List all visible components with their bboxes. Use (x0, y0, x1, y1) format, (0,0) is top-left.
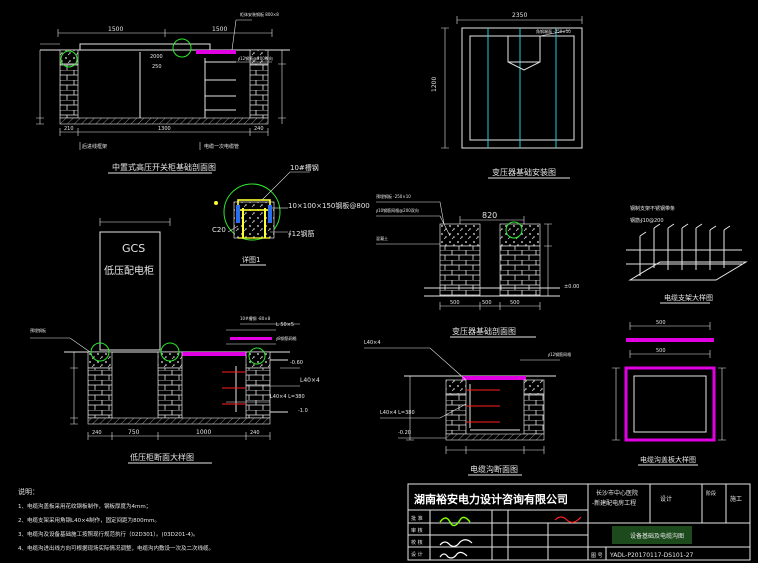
cabinet-tag: GCS (122, 242, 145, 255)
row-label: 审 核 (411, 527, 423, 534)
note-text: 钢筋∮10@200 (630, 217, 664, 224)
note-text: 柜体安装钢板 800×8 (240, 11, 279, 17)
transformer-section-view: 820 预埋钢板 -250×10 ∮10钢筋网格@200双向 混凝土 ±0.00… (376, 193, 579, 338)
dim-label: 240 (92, 430, 102, 436)
elev-label: ±0.00 (564, 284, 579, 290)
label-text: 10×100×150钢板@800 (288, 201, 370, 210)
project-line: 长沙市中心医院 (596, 489, 638, 497)
dim-label: 500 (510, 300, 520, 306)
lv-room-section-view: GCS 低压配电柜 预埋钢板 10#槽钢 -80×8 L 50×5 ∮8钢筋网格… (30, 218, 320, 464)
label-text: 10#槽钢 (290, 163, 319, 172)
view-title: 详图1 (242, 255, 260, 264)
dim-label: 1500 (108, 26, 123, 33)
note-item: 3、电缆沟及设备基础施工按照现行规范执行（02D301）。(03D201-4)。 (18, 530, 199, 538)
row-label: 设 计 (411, 551, 423, 558)
note-item: 1、电缆沟盖板采用花纹钢板制作，钢板厚度为4mm； (18, 502, 151, 510)
note-text: ∮12钢筋@200双向 (238, 55, 273, 61)
dim-label: 1200 (431, 77, 438, 92)
general-notes: 说明： 1、电缆沟盖板采用花纹钢板制作，钢板厚度为4mm； 2、电缆支架采用角钢… (18, 487, 214, 552)
row-label: 校 核 (411, 539, 423, 546)
stage-label: 施工 (730, 495, 742, 503)
dim-label: 210 (64, 126, 74, 132)
signature-mark (439, 539, 473, 548)
drawing-title: 设备基础及电缆沟图 (630, 532, 684, 540)
label-text: ∮12钢筋 (288, 229, 315, 238)
dim-label: 500 (656, 348, 666, 354)
signature-mark (554, 516, 582, 523)
note-text: 钢制支架不锈钢带条 (630, 205, 675, 212)
dim-label: 500 (656, 320, 666, 326)
dim-label: 2350 (512, 12, 527, 19)
notes-heading: 说明： (18, 487, 39, 496)
note-text: 250 (152, 64, 162, 70)
dim-label: 750 (128, 429, 140, 436)
transformer-install-view: 2350 角钢端面 -250×10 1200 变压器基础安装图 (431, 12, 583, 179)
signature-mark (439, 516, 471, 527)
cover-plate-view: 500 500 电缆沟盖板大样图 (612, 320, 726, 466)
cabinet-name: 低压配电柜 (104, 264, 154, 277)
dim-label: 1000 (196, 429, 211, 436)
elev-label: -0.60 (290, 360, 303, 366)
note-item: 2、电缆支架采用角钢L40×4制作，固定间距为800mm。 (18, 516, 160, 524)
dim-label: 240 (250, 430, 260, 436)
phase-label: 阶段 (706, 490, 716, 497)
row-label: 批 准 (411, 515, 423, 522)
dim-label: 1500 (212, 26, 227, 33)
note-text: ∮8钢筋网格 (276, 335, 297, 341)
view-title: 电缆支架大样图 (664, 293, 713, 302)
cable-trench-section-view: L40×4 ∮12钢筋网格 L40×4 L=380 -0.20 电缆沟断面图 (364, 340, 571, 476)
detail-1-view: 10#槽钢 10×100×150钢板@800 C20 ∮12钢筋 详图1 (212, 163, 370, 266)
label-text: 后进线框架 (82, 143, 107, 150)
view-title: 电缆沟盖板大样图 (640, 455, 696, 464)
view-title: 中置式高压开关柜基础剖面图 (112, 162, 216, 172)
view-title: 变压器基础剖面图 (452, 326, 516, 336)
note-text: L40×4 L=380 (270, 394, 305, 400)
view-title: 变压器基础安装图 (492, 167, 556, 177)
dim-label: 500 (482, 300, 492, 306)
drawing-no-label: 图 号 (591, 553, 603, 559)
note-text: 10#槽钢 -80×8 (240, 315, 271, 321)
elev-label: -1.0 (298, 408, 308, 414)
view-title: 电缆沟断面图 (470, 464, 518, 474)
note-text: L 50×5 (276, 322, 294, 328)
mv-cabinet-section: 1500 1500 柜体安装钢板 800×8 2000 250 ∮12钢筋@20… (36, 11, 290, 174)
project-line: -新建配电房工程 (592, 499, 636, 507)
note-text: 混凝土 (376, 235, 388, 241)
signature-mark (439, 551, 468, 559)
note-text: 2000 (150, 54, 163, 60)
design-label: 设计 (660, 495, 672, 503)
cable-support-view: 钢制支架不锈钢带条 钢筋∮10@200 电缆支架大样图 (626, 205, 748, 304)
dim-label: 240 (254, 126, 264, 132)
label-text: C20 (212, 226, 226, 234)
title-block: 湖南裕安电力设计咨询有限公司 长沙市中心医院 -新建配电房工程 设计 阶段 施工… (407, 483, 751, 561)
dim-label: 820 (482, 211, 497, 220)
label-text: 电缆一次电缆管 (204, 143, 239, 150)
company-name: 湖南裕安电力设计咨询有限公司 (414, 492, 568, 506)
note-text: L40×4 (364, 340, 381, 346)
note-text: ∮12钢筋网格 (548, 351, 571, 357)
note-text: L40×4 L=380 (380, 410, 415, 416)
dim-label: 500 (450, 300, 460, 306)
note-text: 角钢端面 -250×10 (536, 28, 571, 34)
view-title: 低压柜断面大样图 (130, 452, 194, 462)
note-text: 预埋钢板 (30, 327, 46, 333)
note-text: ∮10钢筋网格@200双向 (376, 207, 419, 213)
note-item: 4、电缆沟进出线方向可根据现场实际情况调整，电缆沟内敷设一次及二次线缆。 (18, 544, 214, 552)
dim-label: 1300 (158, 126, 171, 132)
note-text: 预埋钢板 -250×10 (376, 193, 411, 199)
note-text: L40×4 (300, 377, 320, 384)
drawing-no: YADL-P20170117-DS101-27 (609, 552, 694, 559)
elev-label: -0.20 (398, 430, 411, 436)
